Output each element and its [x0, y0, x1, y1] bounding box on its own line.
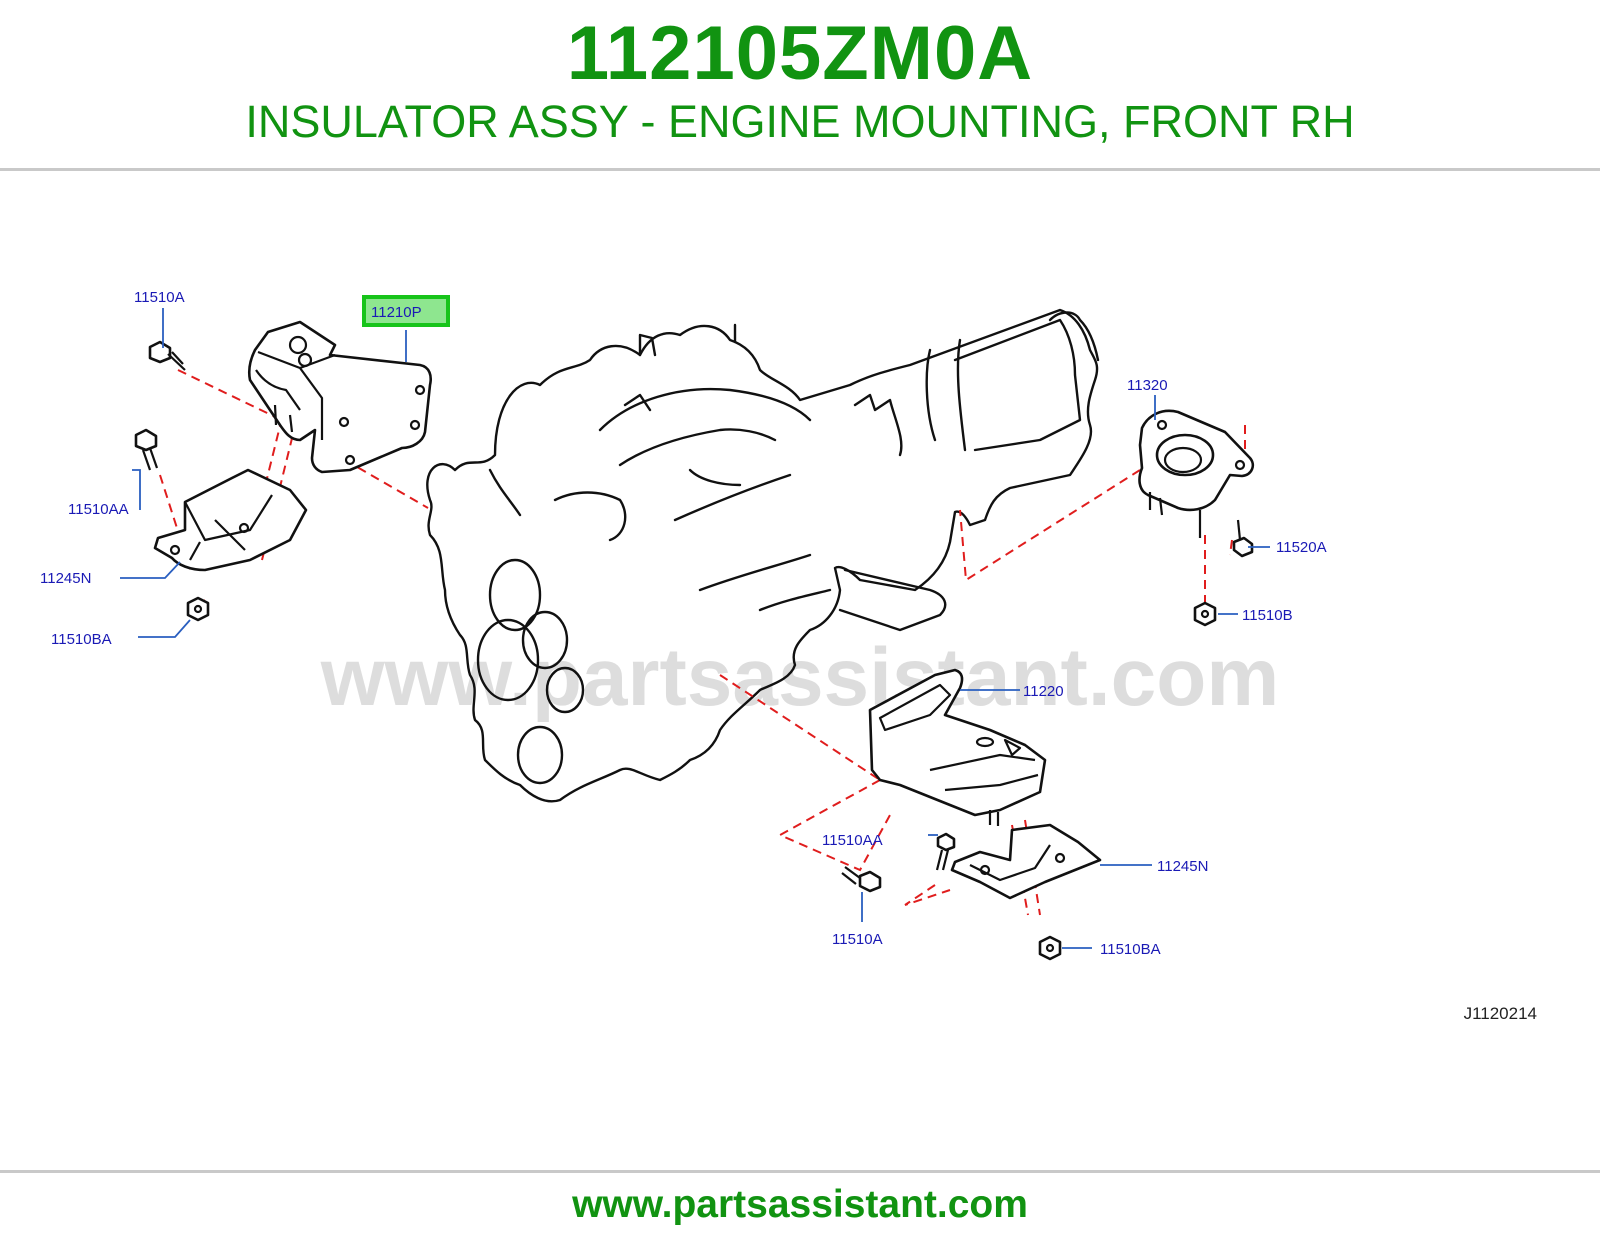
bolt-11510a-top-left — [148, 340, 186, 371]
callout-11245n-right[interactable]: 11245N — [1157, 858, 1208, 875]
nut-11510ba-left — [186, 596, 210, 622]
callout-11245n-left[interactable]: 11245N — [40, 570, 91, 587]
callout-11510a-top[interactable]: 11510A — [134, 289, 185, 306]
watermark-text: www.partsassistant.com — [320, 632, 1280, 723]
part-11245n-bracket-left — [153, 468, 308, 572]
callout-11210p[interactable]: 11210P — [371, 304, 422, 321]
callout-11510aa-left[interactable]: 11510AA — [68, 501, 129, 518]
part-name-subtitle: INSULATOR ASSY - ENGINE MOUNTING, FRONT … — [245, 96, 1355, 147]
callout-11520a[interactable]: 11520A — [1276, 539, 1327, 556]
bolt-11520a — [1232, 519, 1254, 558]
callout-11510a-bottom[interactable]: 11510A — [832, 931, 883, 948]
footer-divider — [0, 1170, 1600, 1173]
exploded-parts-diagram: .eng { fill: none; stroke: #111; stroke-… — [0, 170, 1600, 1170]
callout-leader-lines — [120, 308, 1270, 949]
nut-11510b — [1193, 601, 1217, 627]
callout-11320[interactable]: 11320 — [1127, 377, 1168, 394]
callout-labels: 11510A 11210P 11510AA 11245N 11510BA 113… — [40, 289, 1327, 958]
header-divider — [0, 168, 1600, 171]
bolt-11510aa-left — [134, 428, 159, 471]
callout-11220[interactable]: 11220 — [1023, 683, 1064, 700]
header: 112105ZM0A INSULATOR ASSY - ENGINE MOUNT… — [0, 0, 1600, 168]
part-11320-insulator — [1138, 409, 1255, 538]
part-11210p-bracket — [247, 320, 432, 474]
bolt-11510a-bottom — [841, 866, 882, 893]
callout-11510aa-bottom[interactable]: 11510AA — [822, 832, 883, 849]
callout-11510b[interactable]: 11510B — [1242, 607, 1293, 624]
part-11245n-bracket-right — [950, 823, 1102, 900]
footer-website-link[interactable]: www.partsassistant.com — [572, 1183, 1028, 1226]
drawing-code: J1120214 — [1464, 1004, 1537, 1023]
callout-11510ba-left[interactable]: 11510BA — [51, 631, 112, 648]
callout-11510ba-bottom[interactable]: 11510BA — [1100, 941, 1161, 958]
nut-11510ba-bottom — [1038, 935, 1062, 961]
part-number-title: 112105ZM0A — [566, 11, 1034, 96]
bolt-11510aa-bottom — [935, 832, 956, 871]
engine-transmission-outline — [426, 308, 1100, 803]
highlighted-callout-box — [362, 295, 450, 327]
part-11220-bracket — [868, 668, 1047, 826]
